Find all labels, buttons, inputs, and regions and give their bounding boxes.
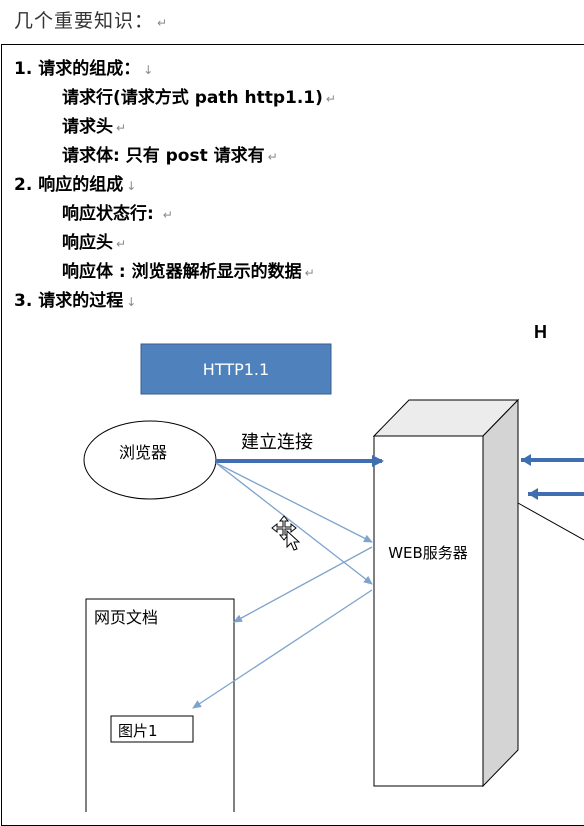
browser-node: 浏览器 [83,420,217,500]
list-item-label: 请求行(请求方式 path http1.1) [62,88,323,108]
request-arrow-top [215,462,373,543]
list-item-response-body: 响应体 : 浏览器解析显示的数据↵ [62,257,315,282]
heading-text: 几个重要知识： [14,10,155,32]
list-item-response-header: 响应头↵ [62,228,126,253]
web-page-document: 网页文档 [85,598,235,812]
edge-glyph: H [534,322,547,342]
image-resource-box: 图片1 [110,715,194,743]
paragraph-mark-icon: ↵ [325,92,336,106]
right-edge-arrows [517,454,584,541]
move-cursor-icon [271,515,301,551]
http-version-box: HTTP1.1 [140,343,332,395]
response-arrow-image [192,589,373,709]
paragraph-mark-icon: ↵ [157,16,169,30]
paragraph-mark-icon: ↵ [116,121,127,135]
image-label: 图片1 [118,722,158,740]
list-item-request-composition: 1. 请求的组成：↓ [14,54,153,79]
list-item-label: 3. 请求的过程 [14,291,124,311]
response-arrow-document [233,546,373,623]
list-item-request-body: 请求体: 只有 post 请求有↵ [62,141,278,166]
list-item-request-line: 请求行(请求方式 path http1.1)↵ [62,83,336,108]
list-item-label: 1. 请求的组成： [14,59,141,79]
list-item-request-header: 请求头↵ [62,112,126,137]
connect-label: 建立连接 [241,432,313,453]
list-item-response-composition: 2. 响应的组成↓ [14,170,136,195]
web-server-box: WEB服务器 [372,398,520,788]
web-server-label: WEB服务器 [388,544,468,562]
list-item-response-status-line: 响应状态行: ↵ [62,199,173,224]
list-item-label: 请求头 [62,117,113,137]
page-heading: 几个重要知识：↵ [14,6,168,33]
paragraph-mark-icon: ↵ [267,150,278,164]
http-version-label: HTTP1.1 [203,360,269,379]
document-label: 网页文档 [94,608,158,627]
paragraph-mark-icon: ↵ [304,266,315,280]
list-item-label: 2. 响应的组成 [14,175,124,195]
list-item-label: 响应头 [62,233,113,253]
list-item-request-process: 3. 请求的过程↓ [14,286,136,311]
list-item-label: 请求体: 只有 post 请求有 [62,146,265,166]
request-arrow-bottom [215,462,373,585]
browser-label: 浏览器 [119,443,167,462]
line-break-icon: ↓ [126,179,137,193]
paragraph-mark-icon: ↵ [116,237,127,251]
list-item-label: 响应状态行: [62,204,160,224]
paragraph-mark-icon: ↵ [162,208,173,222]
line-break-icon: ↓ [143,63,154,77]
line-break-icon: ↓ [126,295,137,309]
list-item-label: 响应体 : 浏览器解析显示的数据 [62,262,302,282]
